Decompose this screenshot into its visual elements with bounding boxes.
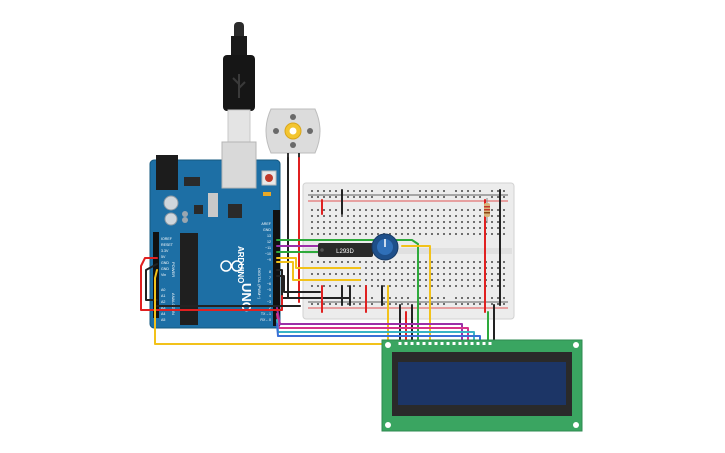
pin-vin-label: Vin — [161, 273, 166, 277]
breadboard[interactable] — [302, 182, 515, 320]
pin-gnd2-label: GND — [161, 267, 169, 271]
lcd-screen — [398, 362, 566, 405]
lcd-pin[interactable] — [440, 342, 444, 345]
wire-5v-red[interactable] — [140, 257, 158, 311]
usb-cable[interactable] — [223, 22, 255, 145]
lcd-pin[interactable] — [446, 342, 450, 345]
dc-motor[interactable] — [265, 108, 321, 160]
pin-5-label: ~5 — [267, 288, 271, 292]
pin-8-label: 8 — [269, 270, 271, 274]
wire-vin-yellow[interactable] — [154, 269, 389, 345]
lcd-pin[interactable] — [404, 342, 408, 345]
wire-pot-yellow[interactable] — [401, 245, 431, 343]
pin-4-label: 4 — [269, 294, 271, 298]
wire-gnd-left[interactable] — [145, 263, 158, 301]
wire-a3-red[interactable] — [156, 295, 283, 311]
lcd-pin[interactable] — [470, 342, 474, 345]
lcd-display[interactable] — [381, 339, 583, 432]
lcd-pin[interactable] — [398, 342, 402, 345]
pin-ioref-label: IOREF — [161, 237, 173, 241]
brand-label: ARDUINO — [236, 246, 245, 283]
reset-button[interactable] — [265, 174, 273, 182]
potentiometer[interactable] — [371, 233, 399, 261]
lcd-pin[interactable] — [458, 342, 462, 345]
pin-9-label: ~9 — [267, 258, 271, 262]
pin-a2-label: A2 — [161, 300, 165, 304]
lcd-pin[interactable] — [428, 342, 432, 345]
pin-rx-label: RX←0 — [260, 318, 271, 322]
pin-6-label: ~6 — [267, 282, 271, 286]
wire-d9b-yellow[interactable] — [276, 261, 361, 281]
wires — [140, 157, 501, 345]
wire-gnd-black[interactable] — [276, 269, 351, 299]
arduino-logo — [220, 260, 243, 272]
lcd-pin[interactable] — [434, 342, 438, 345]
pin-10-label: ~10 — [265, 252, 271, 256]
pin-11-label: ~11 — [265, 246, 271, 250]
pin-7-label: 7 — [269, 276, 271, 280]
pin-3-label: ~3 — [267, 300, 271, 304]
pin-aref-label: AREF — [261, 222, 271, 226]
wire-d9-yellow[interactable] — [276, 257, 361, 269]
lcd-pin[interactable] — [464, 342, 468, 345]
arduino-uno[interactable]: ARDUINO UNO DIGITAL (PWM~) POWER ANALOG … — [149, 141, 281, 329]
lcd-pin[interactable] — [416, 342, 420, 345]
pin-13-label: 13 — [267, 234, 271, 238]
analog-in-label: ANALOG IN — [171, 293, 176, 315]
pin-a4-label: A4 — [161, 312, 165, 316]
pin-12-label: 12 — [267, 240, 271, 244]
lcd-pin[interactable] — [476, 342, 480, 345]
lcd-pin[interactable] — [482, 342, 486, 345]
lcd-pin[interactable] — [488, 342, 492, 345]
pin-a3-label: A3 — [161, 306, 165, 310]
pin-5v-label: 5V — [161, 255, 166, 259]
l293d-chip[interactable]: L293D — [318, 243, 373, 257]
digital-label: DIGITAL (PWM~) — [257, 268, 262, 300]
wire-gnd2-black[interactable] — [276, 275, 321, 293]
pin-2-label: 2 — [269, 306, 271, 310]
pin-a5-label: A5 — [161, 318, 165, 322]
pin-reset-label: RESET — [161, 243, 174, 247]
pin-a1-label: A1 — [161, 294, 165, 298]
pin-tx-label: TX→1 — [261, 312, 271, 316]
lcd-pin[interactable] — [452, 342, 456, 345]
board-name: UNO — [239, 283, 254, 312]
lcd-pin[interactable] — [410, 342, 414, 345]
chip-label: L293D — [336, 249, 354, 255]
power-label: POWER — [171, 262, 176, 277]
pin-gnd-label: GND — [161, 261, 169, 265]
pin-a0-label: A0 — [161, 288, 165, 292]
pin-gnd-d-label: GND — [263, 228, 271, 232]
lcd-pin-header — [398, 342, 492, 345]
lcd-pin[interactable] — [422, 342, 426, 345]
pin-3v3-label: 3.3V — [161, 249, 169, 253]
usb-icon — [232, 74, 246, 98]
wire-lcd-blue[interactable] — [276, 323, 481, 343]
resistor[interactable] — [484, 198, 490, 223]
